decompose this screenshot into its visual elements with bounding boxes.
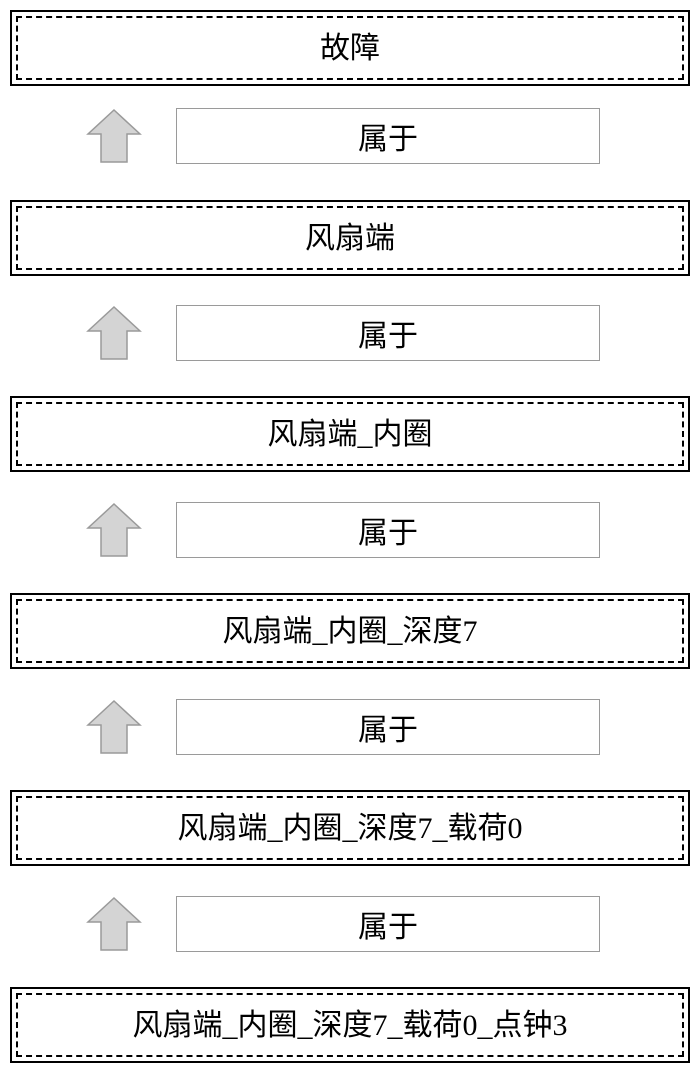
node-box: 风扇端_内圈_深度7 <box>10 593 690 669</box>
relation-label: 属于 <box>358 517 418 550</box>
node-inner-border: 风扇端_内圈_深度7 <box>16 599 684 663</box>
node-label: 风扇端_内圈_深度7 <box>222 614 478 648</box>
relation-box: 属于 <box>176 108 600 164</box>
node-box: 故障 <box>10 10 690 86</box>
node-inner-border: 故障 <box>16 16 684 80</box>
relation-label: 属于 <box>358 123 418 156</box>
relation-box: 属于 <box>176 502 600 558</box>
arrow-up-icon <box>86 108 142 163</box>
node-box: 风扇端_内圈 <box>10 396 690 472</box>
node-inner-border: 风扇端_内圈_深度7_载荷0_点钟3 <box>16 993 684 1057</box>
relation-box: 属于 <box>176 896 600 952</box>
node-box: 风扇端 <box>10 200 690 276</box>
relation-label: 属于 <box>358 911 418 944</box>
relation-box: 属于 <box>176 305 600 361</box>
relation-row: 属于 <box>10 697 690 757</box>
arrow-up-icon <box>86 699 142 754</box>
node-label: 风扇端 <box>305 221 395 255</box>
arrow-up-icon <box>86 502 142 557</box>
arrow-up-icon <box>86 896 142 951</box>
node-box: 风扇端_内圈_深度7_载荷0 <box>10 790 690 866</box>
node-inner-border: 风扇端_内圈 <box>16 402 684 466</box>
relation-row: 属于 <box>10 500 690 560</box>
node-inner-border: 风扇端_内圈_深度7_载荷0 <box>16 796 684 860</box>
node-inner-border: 风扇端 <box>16 206 684 270</box>
relation-row: 属于 <box>10 303 690 363</box>
arrow-up-icon <box>86 305 142 360</box>
relation-label: 属于 <box>358 714 418 747</box>
node-label: 风扇端_内圈_深度7_载荷0 <box>177 811 523 845</box>
relation-label: 属于 <box>358 320 418 353</box>
node-label: 风扇端_内圈 <box>267 417 433 451</box>
relation-row: 属于 <box>10 106 690 166</box>
node-label: 风扇端_内圈_深度7_载荷0_点钟3 <box>132 1008 568 1042</box>
node-label: 故障 <box>320 31 380 65</box>
relation-box: 属于 <box>176 699 600 755</box>
node-box: 风扇端_内圈_深度7_载荷0_点钟3 <box>10 987 690 1063</box>
relation-row: 属于 <box>10 894 690 954</box>
